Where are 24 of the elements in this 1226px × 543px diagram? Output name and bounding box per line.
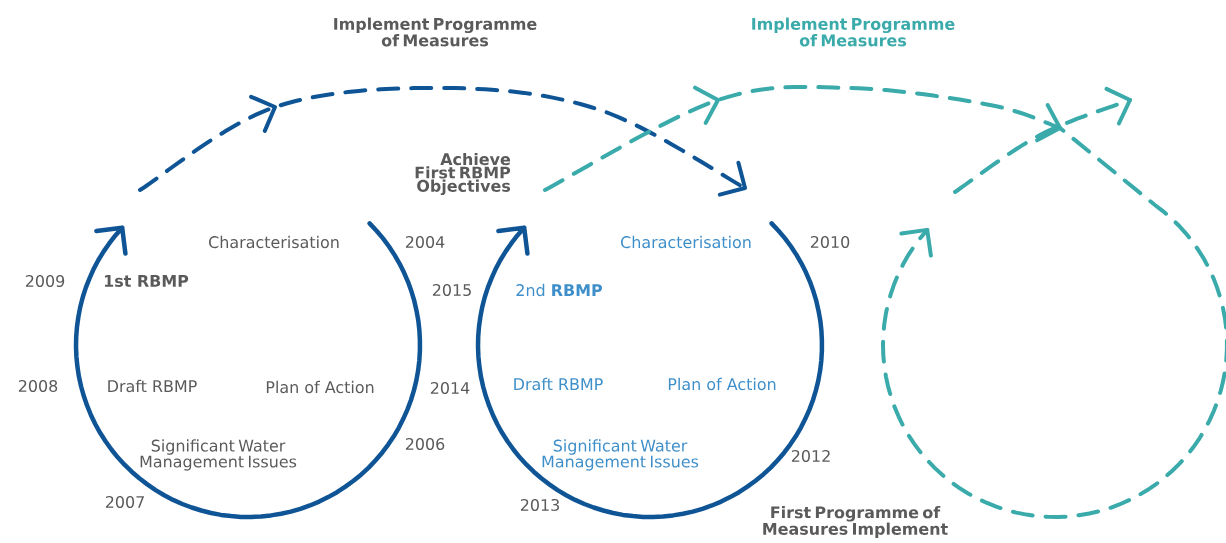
stage-label: 2nd RBMP <box>516 283 603 297</box>
year-label: 2014 <box>430 381 470 394</box>
year-label: 2006 <box>405 437 445 450</box>
stage-label: Significant Water Management Issues <box>542 439 699 471</box>
heading: Implement Programme of Measures <box>334 17 537 47</box>
year-label: 2013 <box>520 498 559 511</box>
stage-label: Plan of Action <box>266 380 374 394</box>
year-label: 2004 <box>405 235 445 248</box>
stage-label: Plan of Action <box>668 377 776 391</box>
year-label: 2008 <box>18 379 58 392</box>
stage-label: 1st RBMP <box>104 275 189 287</box>
stage-label: Significant Water Management Issues <box>140 439 297 471</box>
stage-label: Draft RBMP <box>514 377 603 391</box>
stage-label: Draft RBMP <box>108 379 197 393</box>
caption-label: First Programme of Measures Implement <box>763 506 948 538</box>
year-label: 2007 <box>105 495 144 508</box>
stage-label: Characterisation <box>209 235 339 249</box>
heading: Implement Programme of Measures <box>752 17 955 47</box>
year-label: 2009 <box>25 274 65 287</box>
year-label: 2012 <box>791 449 830 462</box>
year-label: 2010 <box>810 235 850 248</box>
year-label: 2015 <box>432 283 471 296</box>
milestone-label: Achieve First RBMP Objectives <box>415 152 511 196</box>
stage-label: Characterisation <box>621 235 751 249</box>
